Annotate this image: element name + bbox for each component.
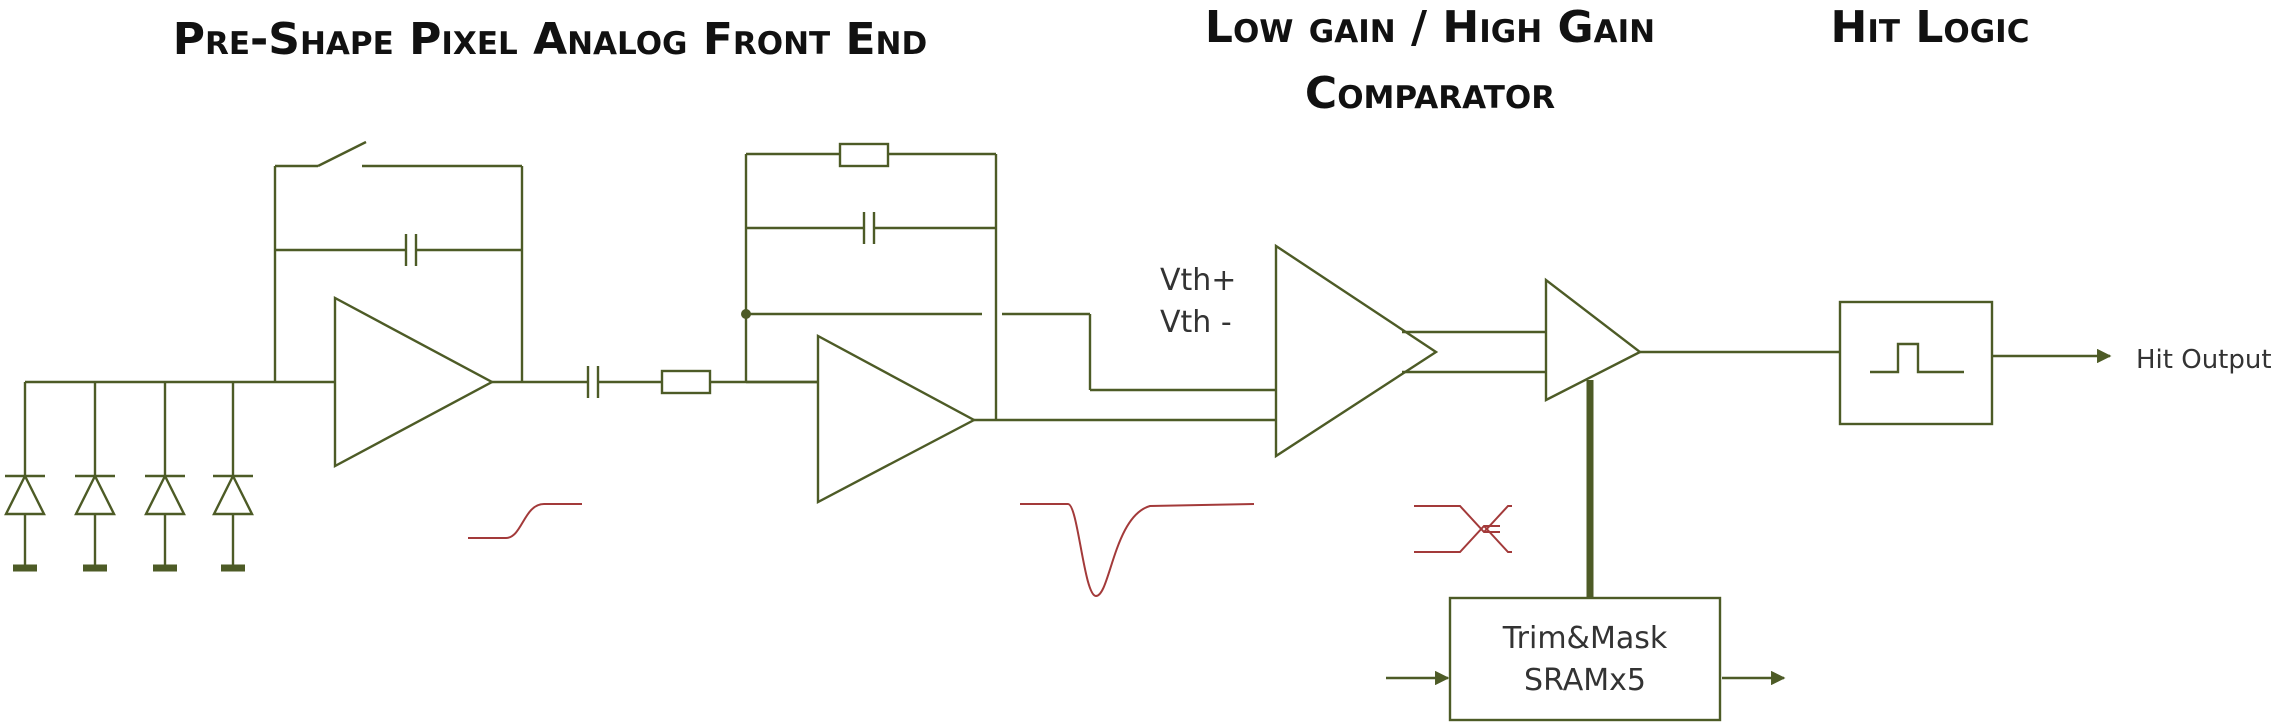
- comparator-heading-line2: Comparator: [1304, 68, 1556, 119]
- vth-minus-label: Vth -: [1160, 305, 1232, 340]
- hit-logic-box: [1838, 300, 1994, 426]
- vth-plus-label: Vth+: [1160, 263, 1236, 298]
- comparator: Vth+ Vth -: [1160, 243, 1546, 459]
- hit-logic-block: Hit Output: [1838, 300, 2272, 426]
- sensor-diodes: [4, 380, 275, 572]
- buffer-triangle: [1544, 277, 1643, 402]
- trim-label: Trim&Mask: [1502, 621, 1668, 656]
- comparator-heading-line1: Low gain / High Gain: [1204, 2, 1656, 53]
- preamp-triangle: [333, 295, 495, 469]
- input-resistor: [660, 369, 712, 395]
- pulse-icon: [1870, 342, 1964, 374]
- trim-mask-sram: Trim&Mask SRAMx5: [1386, 596, 1786, 722]
- shaper-pulse-waveform: [1020, 503, 1255, 598]
- comparator-crossing-waveform: [1414, 505, 1512, 553]
- preamp-step-waveform: [468, 503, 582, 539]
- shaper-triangle: [816, 333, 977, 504]
- sram-label: SRAMx5: [1524, 663, 1646, 698]
- diode-4: [212, 382, 254, 572]
- feedback-resistor: [838, 142, 890, 168]
- diode-1: [4, 382, 46, 572]
- hit-logic-heading: Hit Logic: [1830, 2, 2030, 53]
- diode-2: [74, 382, 116, 572]
- afe-heading: Pre-Shape Pixel Analog Front End: [172, 14, 928, 65]
- hit-output-label: Hit Output: [2136, 345, 2272, 375]
- reset-switch: [317, 140, 367, 168]
- diode-3: [144, 382, 186, 572]
- logic-buffer: [1544, 277, 1840, 598]
- comparator-triangle: [1274, 243, 1439, 459]
- sram-box: [1448, 596, 1722, 722]
- preamplifier: [273, 140, 588, 469]
- shaper: [741, 142, 1276, 504]
